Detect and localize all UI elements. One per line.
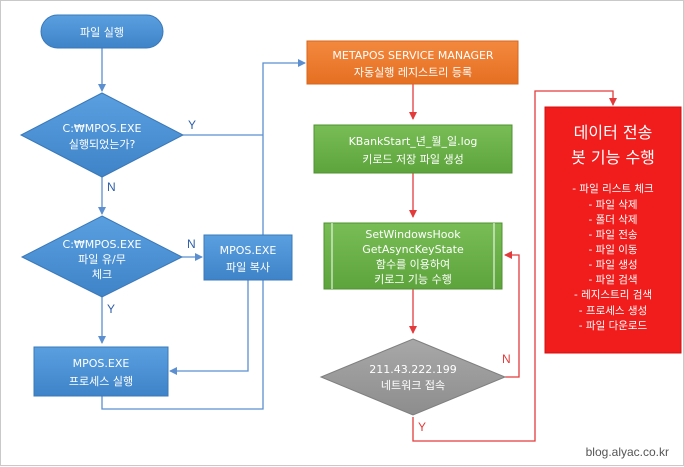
watermark: blog.alyac.co.kr [586,445,669,459]
edge-run-to-service [101,59,306,410]
label-net-no: N [502,352,511,366]
connectors-blue [98,48,306,410]
node-keylogger: SetWindowsHook GetAsyncKeyState 함수를 이용하여… [323,222,503,290]
connectors-red [409,84,617,442]
node-kbank-log: KBankStart_년_월_일.log 키로드 저장 파일 생성 [313,124,513,174]
bot-item: - 파일 리스트 체크 [572,182,654,195]
decision-network: 211.43.222.199 네트워크 접속 [319,338,507,416]
decision-check-file-line1: C:₩MPOS.EXE [63,238,142,251]
decision-network-line2: 네트워크 접속 [381,379,445,392]
node-keylogger-line4: 키로그 기능 수행 [374,273,452,286]
node-copy-file-line1: MPOS.EXE [220,244,277,257]
node-bot: 데이터 전송 봇 기능 수행 - 파일 리스트 체크 - 파일 삭제 - 폴더 … [544,106,682,354]
node-copy-file: MPOS.EXE 파일 복사 [203,234,293,281]
edge-network-no-loop [504,251,520,378]
node-keylogger-line3: 함수를 이용하여 [376,257,450,271]
label-run-no: N [107,180,116,194]
decision-check-file-line3: 체크 [92,268,112,281]
bot-item: - 파일 전송 [588,228,637,241]
bot-function-list: - 파일 리스트 체크 - 파일 삭제 - 폴더 삭제 - 파일 전송 - 파일… [572,182,654,332]
node-bot-title-line2: 봇 기능 수행 [571,148,655,167]
node-bot-title-line1: 데이터 전송 [574,123,653,142]
node-keylogger-line2: GetAsyncKeyState [362,243,464,256]
decision-check-run-line2: 실행되었는가? [69,138,136,151]
node-run-process-line2: 프로세스 실행 [69,375,133,388]
node-run-process: MPOS.EXE 프로세스 실행 [33,346,169,397]
bot-item: - 파일 이동 [588,243,637,256]
decision-check-run-line1: C:₩MPOS.EXE [63,122,142,135]
bot-item: - 프로세스 생성 [579,305,647,317]
node-kbank-log-line1: KBankStart_년_월_일.log [349,134,478,148]
node-copy-file-line2: 파일 복사 [226,260,270,274]
node-start: 파일 실행 [40,14,164,49]
label-file-no: N [187,237,196,251]
label-net-yes: Y [418,420,426,434]
edge-copy-to-run [169,280,249,375]
bot-item: - 폴더 삭제 [588,214,637,226]
bot-item: - 파일 다운로드 [579,319,648,332]
node-kbank-log-line2: 키로드 저장 파일 생성 [362,152,464,166]
bot-item: - 파일 삭제 [588,198,637,211]
decision-check-file: C:₩MPOS.EXE 파일 유/무 체크 [20,215,184,298]
bot-item: - 파일 검색 [588,273,637,286]
node-service-manager: METAPOS SERVICE MANAGER 자동실행 레지스트리 등록 [306,40,519,85]
bot-item: - 레지스트리 검색 [574,289,652,301]
decision-check-file-line2: 파일 유/무 [78,252,126,266]
node-keylogger-line1: SetWindowsHook [365,228,461,241]
node-start-label: 파일 실행 [80,25,124,39]
decision-check-run: C:₩MPOS.EXE 실행되었는가? [19,92,185,178]
label-run-yes: Y [188,118,196,132]
node-service-manager-line1: METAPOS SERVICE MANAGER [332,49,494,62]
bot-item: - 파일 생성 [588,258,637,271]
node-run-process-line1: MPOS.EXE [73,357,130,370]
edge-network-yes-to-bot [412,90,617,442]
decision-network-line1: 211.43.222.199 [369,363,456,376]
node-service-manager-line2: 자동실행 레지스트리 등록 [354,66,472,79]
label-file-yes: Y [107,302,115,316]
